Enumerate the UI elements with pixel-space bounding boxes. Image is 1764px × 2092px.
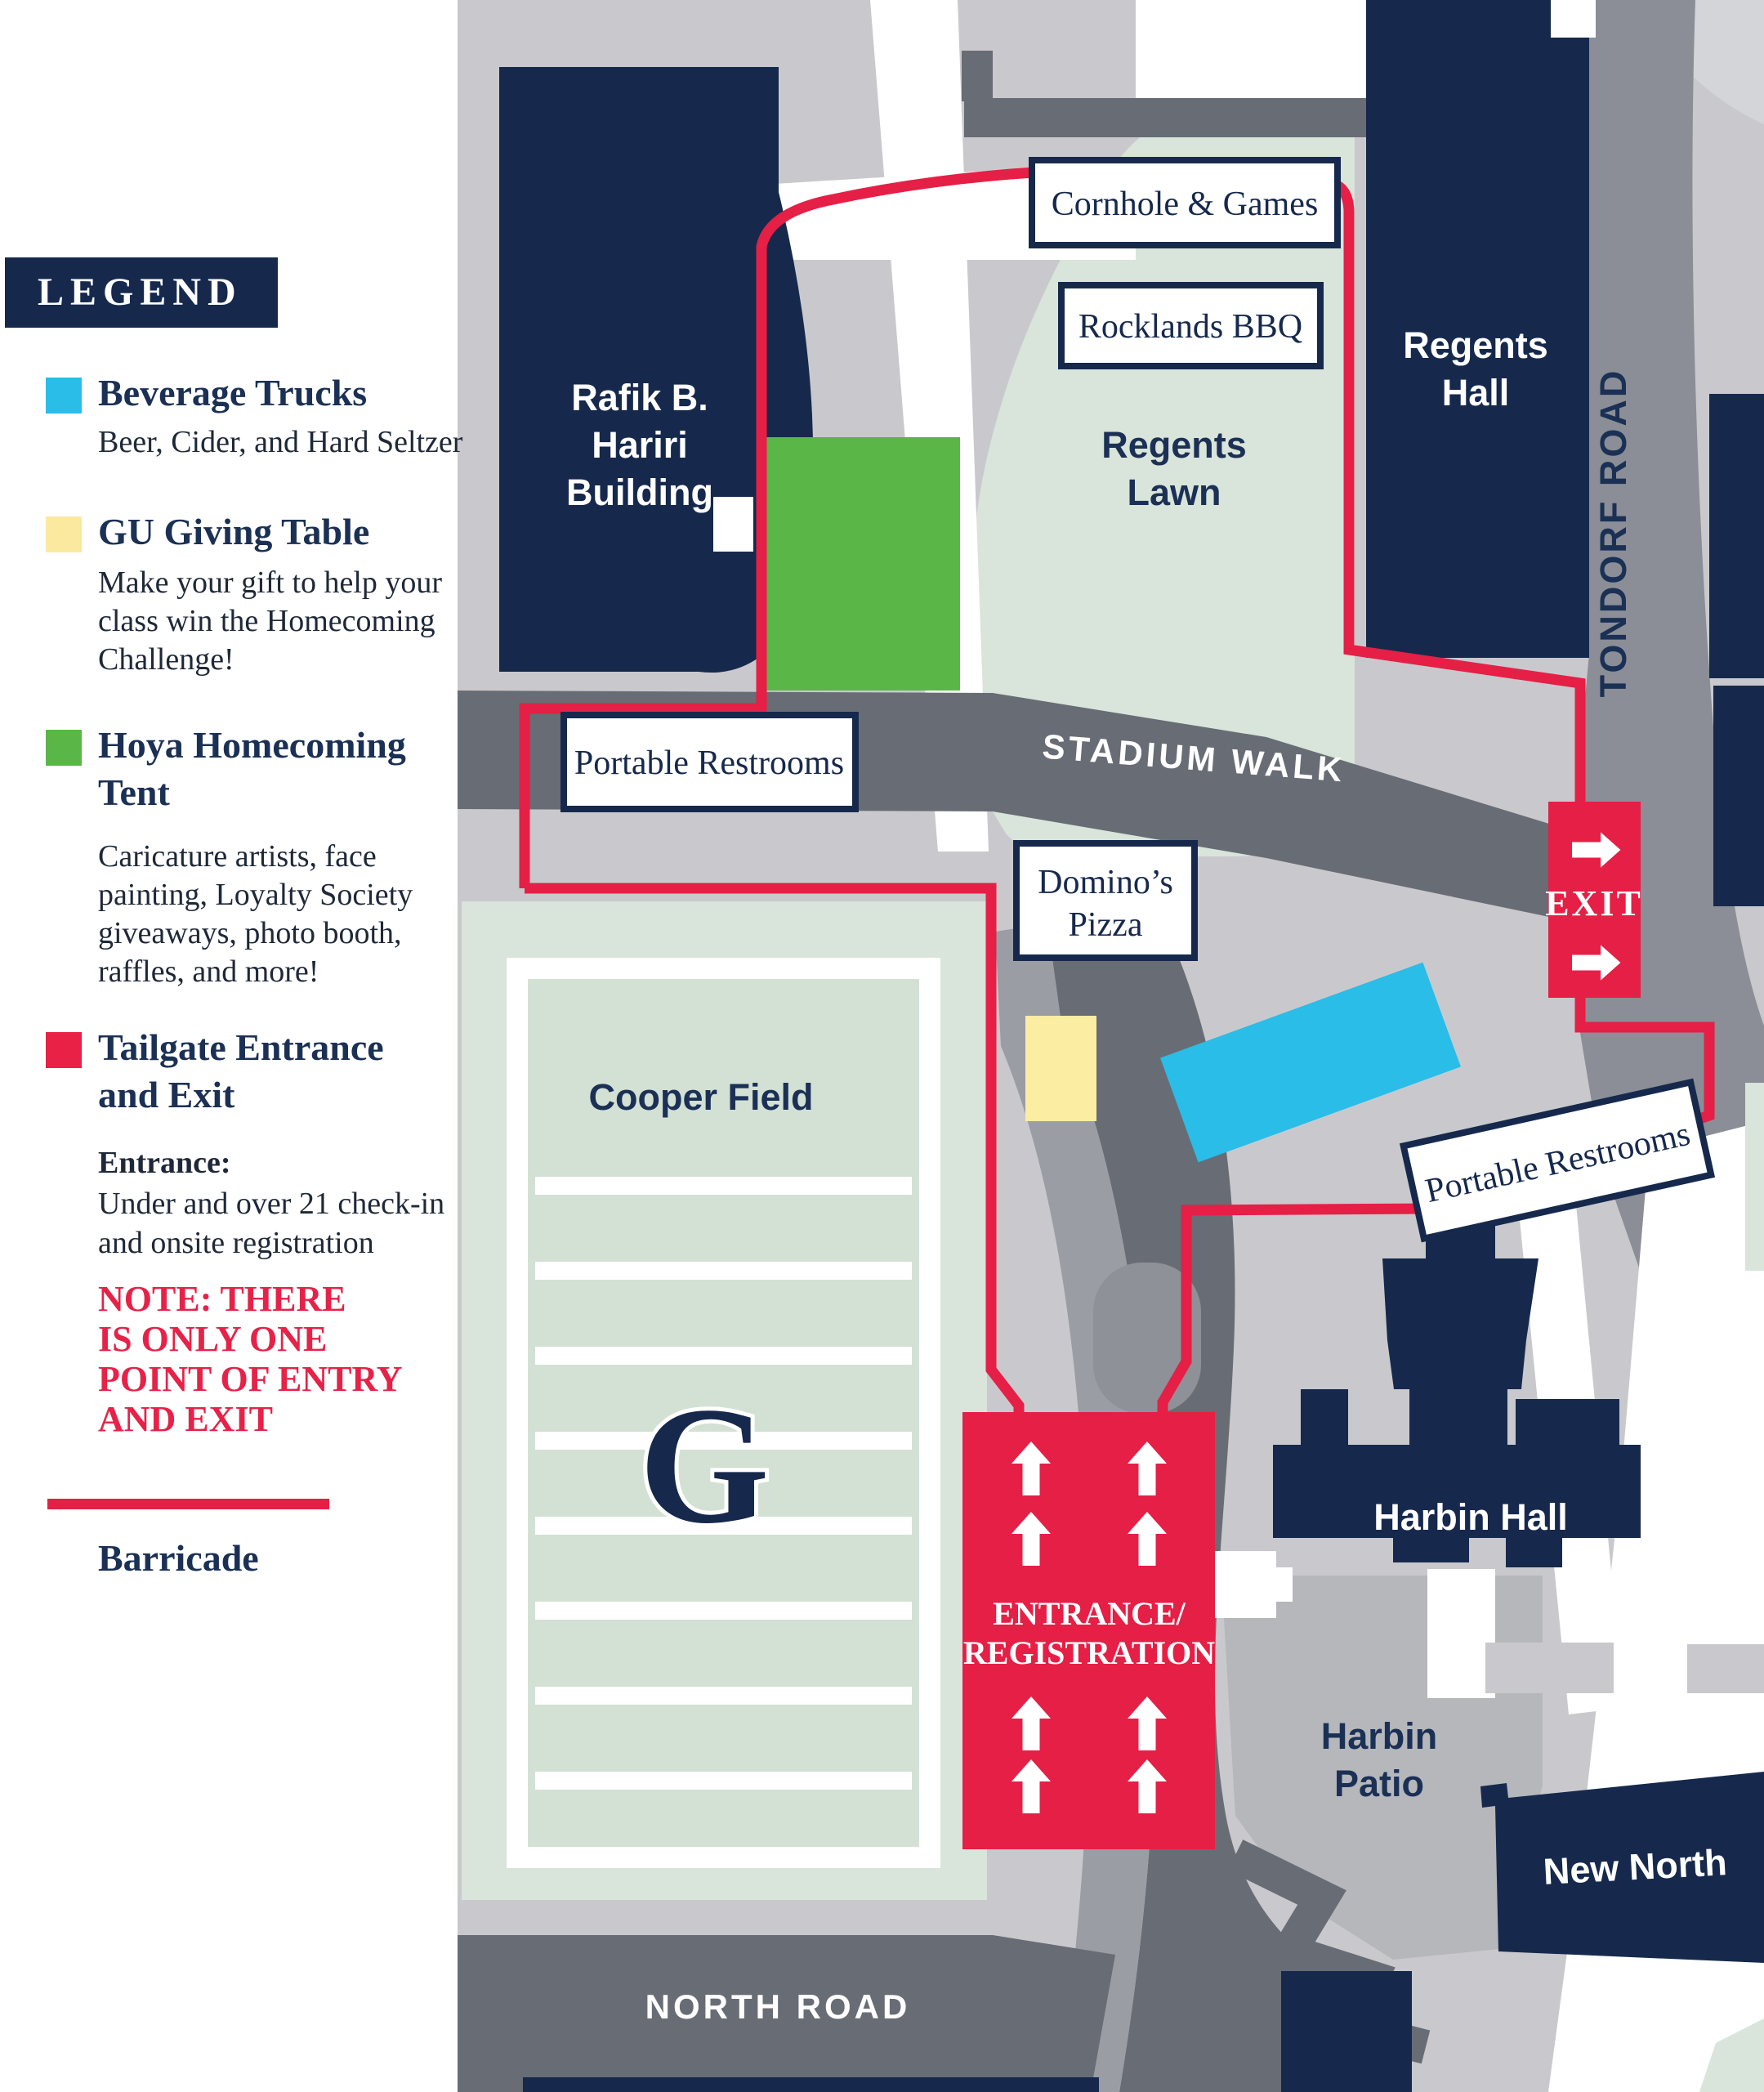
harbin-hall-building	[1273, 1222, 1641, 1567]
legend-panel: LEGEND Beverage Trucks Beer, Cider, and …	[0, 0, 462, 2092]
north-road-label: NORTH ROAD	[645, 1987, 911, 2026]
entrance-sub-1: Under and over 21 check-in	[98, 1187, 445, 1221]
svg-text:Regents: Regents	[1403, 324, 1548, 366]
entrance-sub-2: and onsite registration	[98, 1226, 374, 1260]
svg-text:Building: Building	[566, 472, 713, 513]
north-road	[458, 1935, 1115, 2092]
exit-label: EXIT	[1545, 883, 1643, 923]
barricade-swatch	[47, 1499, 329, 1509]
tailgate-entrance-title-1: Tailgate Entrance	[98, 1026, 384, 1068]
beverage-trucks-zone	[1160, 962, 1461, 1163]
dominos-label-line1: Domino’s	[1038, 864, 1173, 901]
svg-text:Rafik B.: Rafik B.	[571, 377, 708, 418]
gray-cutout-bar	[1485, 1643, 1614, 1693]
path-plus	[1215, 1551, 1276, 1618]
new-north-building	[1480, 1772, 1764, 1963]
new-north-label: New North	[1543, 1841, 1728, 1893]
road-stub-top	[962, 51, 993, 101]
note-line-2: IS ONLY ONE	[98, 1319, 328, 1359]
barricade-label: Barricade	[98, 1537, 259, 1579]
entrance-label-line1: ENTRANCE/	[993, 1595, 1186, 1632]
tondorf-road-label: TONDORF ROAD	[1592, 369, 1634, 698]
path-notch-top	[1551, 0, 1596, 38]
dominos-callout: Domino’s Pizza	[1013, 840, 1198, 961]
path-plus-stub	[1268, 1567, 1293, 1602]
hoya-tent-desc-3: giveaways, photo booth,	[98, 916, 402, 950]
harbin-west-road	[1047, 858, 1389, 2092]
gu-giving-table-desc-2: class win the Homecoming	[98, 604, 435, 638]
georgetown-g-logo: G	[639, 1373, 769, 1558]
beverage-trucks-swatch	[46, 378, 82, 413]
building-bottom-small	[1281, 1971, 1412, 2092]
cornhole-callout: Cornhole & Games	[1029, 157, 1341, 248]
gu-giving-table-desc-1: Make your gift to help your	[98, 565, 443, 600]
entrance-subheading: Entrance:	[98, 1146, 231, 1180]
tailgate-entrance-title-2: and Exit	[98, 1074, 235, 1115]
svg-text:Regents: Regents	[1101, 424, 1247, 466]
beverage-trucks-title: Beverage Trucks	[98, 372, 368, 413]
road-segment-top	[964, 98, 1373, 137]
note-line-4: AND EXIT	[98, 1399, 273, 1439]
hoya-tent-swatch	[46, 730, 82, 766]
hariri-notch	[713, 497, 753, 552]
building-east-1	[1709, 394, 1764, 678]
up-arrow-icon	[1012, 1442, 1167, 1813]
gray-cutout-square	[1687, 1644, 1764, 1693]
harbin-patio-label: Harbin Patio	[1321, 1715, 1438, 1804]
cooper-field-frame	[507, 958, 940, 1868]
hoya-tent-title-2: Tent	[98, 771, 170, 813]
portable-restrooms-1-label: Portable Restrooms	[574, 744, 844, 782]
note-line-3: POINT OF ENTRY	[98, 1359, 403, 1399]
regents-lawn-label: Regents Lawn	[1101, 424, 1247, 513]
cornhole-label: Cornhole & Games	[1052, 186, 1319, 223]
rocklands-callout: Rocklands BBQ	[1058, 282, 1324, 369]
sage-corner	[1699, 2018, 1764, 2092]
hoya-tent-title-1: Hoya Homecoming	[98, 724, 406, 766]
hoya-homecoming-tent-zone	[765, 437, 960, 691]
svg-text:Harbin: Harbin	[1321, 1715, 1438, 1757]
sage-sliver-right	[1745, 1083, 1764, 1271]
hoya-tent-desc-1: Caricature artists, face	[98, 839, 377, 874]
hoya-tent-desc-4: raffles, and more!	[98, 954, 319, 989]
gu-giving-table-title: GU Giving Table	[98, 511, 370, 552]
harbin-hall-label: Harbin Hall	[1373, 1496, 1568, 1538]
regents-hall-building	[1366, 0, 1589, 658]
rocklands-label: Rocklands BBQ	[1078, 308, 1302, 346]
tailgate-entrance-swatch	[46, 1032, 82, 1068]
svg-text:Lawn: Lawn	[1127, 472, 1221, 513]
svg-text:Patio: Patio	[1334, 1763, 1424, 1804]
regents-hall-label: Regents Hall	[1403, 324, 1548, 413]
path-branch	[1427, 1569, 1495, 1698]
gu-giving-table-zone	[1025, 1016, 1096, 1121]
gu-giving-table-desc-3: Challenge!	[98, 642, 234, 677]
portable-restrooms-1-callout: Portable Restrooms	[560, 712, 859, 812]
right-arrow-icon	[1571, 832, 1621, 981]
entrance-registration-sign: ENTRANCE/ REGISTRATION	[962, 1412, 1215, 1849]
entrance-label-line2: REGISTRATION	[963, 1634, 1215, 1671]
cooper-field-stripes	[535, 1177, 912, 1790]
gu-giving-table-swatch	[46, 516, 82, 552]
svg-text:Hariri: Hariri	[592, 424, 688, 466]
legend-title: LEGEND	[5, 257, 278, 328]
building-east-2	[1713, 686, 1764, 906]
svg-text:Hall: Hall	[1442, 372, 1510, 413]
cooper-field-label: Cooper Field	[588, 1076, 813, 1118]
portable-restrooms-2-callout: Portable Restrooms	[1399, 1078, 1716, 1243]
hariri-label: Rafik B. Hariri Building	[566, 377, 713, 513]
hoya-tent-desc-2: painting, Loyalty Society	[98, 878, 413, 912]
note-line-1: NOTE: THERE	[98, 1279, 346, 1319]
exit-sign: EXIT	[1545, 802, 1643, 998]
dominos-label-line2: Pizza	[1069, 906, 1143, 944]
beverage-trucks-desc: Beer, Cider, and Hard Seltzer	[98, 425, 463, 459]
building-bottom-bar	[523, 2077, 1099, 2092]
